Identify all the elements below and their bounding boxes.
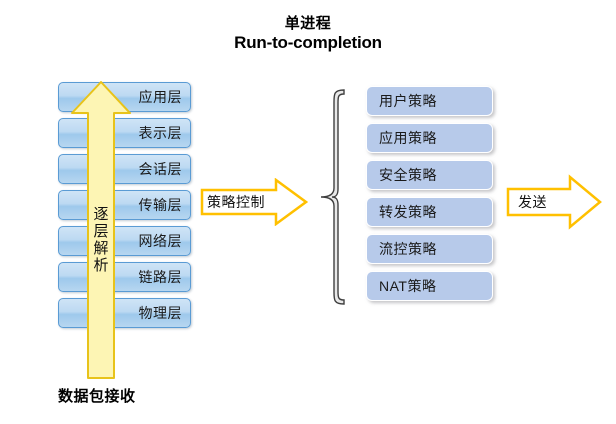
policy-control-arrow[interactable]: 策略控制 bbox=[200, 178, 308, 226]
arrow-right-shape bbox=[506, 174, 602, 230]
arrow-up-char-1: 逐 bbox=[93, 206, 109, 223]
layer-label: 会话层 bbox=[138, 161, 182, 177]
policy-stack: 用户策略 应用策略 安全策略 转发策略 流控策略 NAT策略 bbox=[366, 86, 501, 308]
policy-box-app[interactable]: 应用策略 bbox=[366, 123, 493, 153]
layer-box-transport[interactable]: 传输层 bbox=[58, 190, 191, 220]
layer-box-physical[interactable]: 物理层 bbox=[58, 298, 191, 328]
arrow-right-shape bbox=[200, 178, 308, 226]
arrow-up-char-3: 解 bbox=[93, 240, 109, 257]
layer-label: 网络层 bbox=[138, 233, 182, 249]
policy-label: 流控策略 bbox=[379, 241, 437, 257]
policy-label: NAT策略 bbox=[379, 278, 437, 294]
layer-label: 链路层 bbox=[138, 269, 182, 285]
arrow-up-char-2: 层 bbox=[93, 223, 109, 240]
brace-shape bbox=[320, 89, 345, 305]
layer-label: 物理层 bbox=[138, 305, 182, 321]
policy-box-user[interactable]: 用户策略 bbox=[366, 86, 493, 116]
policy-label: 应用策略 bbox=[379, 130, 437, 146]
policy-box-flow[interactable]: 流控策略 bbox=[366, 234, 493, 264]
policy-box-forward[interactable]: 转发策略 bbox=[366, 197, 493, 227]
policy-box-nat[interactable]: NAT策略 bbox=[366, 271, 493, 301]
policy-label: 用户策略 bbox=[379, 93, 437, 109]
layer-label: 应用层 bbox=[138, 89, 182, 105]
send-arrow[interactable]: 发送 bbox=[506, 174, 602, 230]
osi-layer-stack: 应用层 表示层 会话层 传输层 网络层 链路层 物理层 bbox=[58, 82, 198, 354]
policy-group-brace bbox=[320, 88, 346, 306]
page-title-en: Run-to-completion bbox=[234, 33, 382, 52]
arrow-up-shape bbox=[71, 81, 131, 379]
layer-box-presentation[interactable]: 表示层 bbox=[58, 118, 191, 148]
arrow-up-char-4: 析 bbox=[93, 257, 109, 274]
layer-box-datalink[interactable]: 链路层 bbox=[58, 262, 191, 292]
policy-label: 安全策略 bbox=[379, 167, 437, 183]
policy-control-label: 策略控制 bbox=[207, 194, 265, 210]
layer-box-session[interactable]: 会话层 bbox=[58, 154, 191, 184]
send-label: 发送 bbox=[518, 194, 547, 210]
policy-label: 转发策略 bbox=[379, 204, 437, 220]
layer-box-network[interactable]: 网络层 bbox=[58, 226, 191, 256]
page-title-cn: 单进程 bbox=[284, 15, 332, 32]
packet-receive-caption: 数据包接收 bbox=[58, 388, 136, 405]
layer-label: 表示层 bbox=[138, 125, 182, 141]
upward-parse-arrow: 逐 层 解 析 bbox=[70, 80, 132, 380]
arrow-up-label: 逐 层 解 析 bbox=[70, 206, 132, 274]
layer-label: 传输层 bbox=[138, 197, 182, 213]
policy-box-security[interactable]: 安全策略 bbox=[366, 160, 493, 190]
